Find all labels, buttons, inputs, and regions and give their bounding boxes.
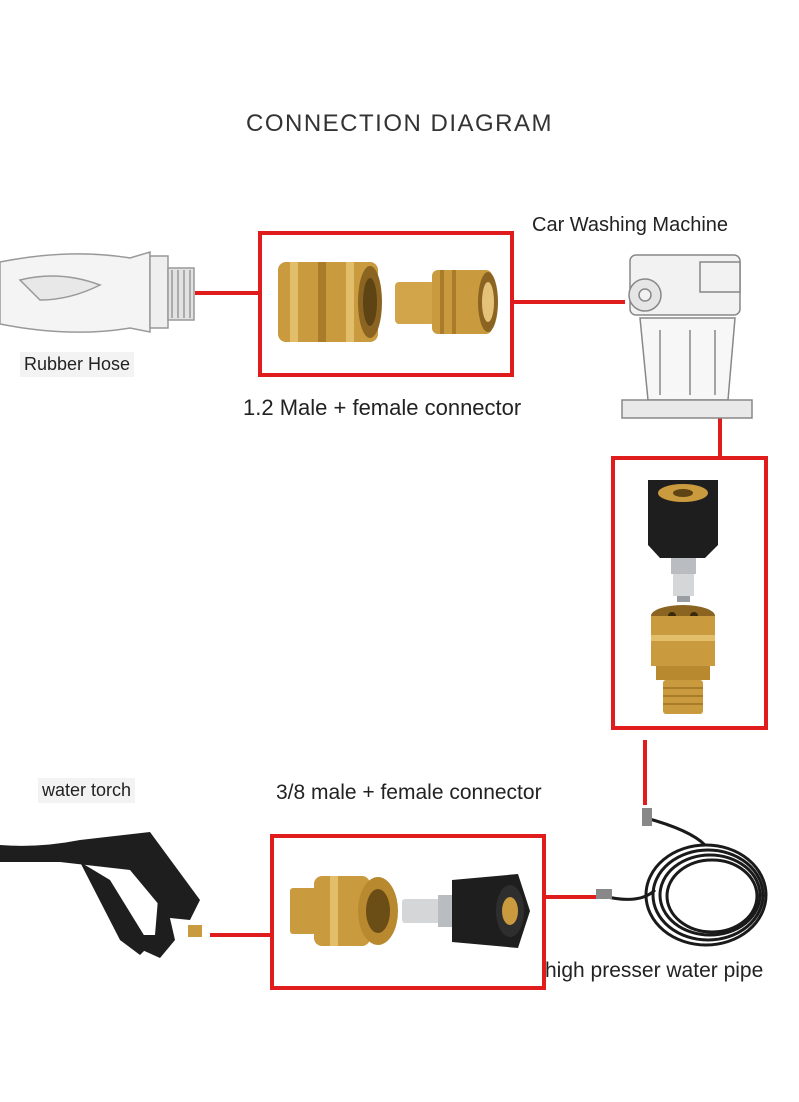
coiled-hose-icon — [596, 808, 768, 947]
box-right-connector — [611, 456, 768, 730]
box-top-connector — [258, 231, 514, 377]
black-nut-coupler-icon — [452, 874, 530, 948]
brass-quick-coupler-icon — [651, 605, 715, 714]
spray-gun-icon — [0, 832, 202, 958]
label-water-torch: water torch — [38, 778, 136, 803]
label-car-washing-machine: Car Washing Machine — [532, 214, 729, 236]
brass-coupler-icon — [278, 262, 382, 342]
rubber-hose-icon — [0, 250, 195, 333]
diagram-title: CONNECTION DIAGRAM — [245, 110, 553, 137]
label-rubber-hose: Rubber Hose — [20, 352, 135, 377]
brass-plug-icon — [395, 270, 498, 334]
pump-icon — [621, 254, 753, 419]
black-nut-coupler-icon — [648, 480, 718, 602]
label-connector-bottom: 3/8 male + female connector — [276, 781, 542, 804]
label-water-pipe: high presser water pipe — [545, 959, 764, 982]
steel-plug-icon — [402, 895, 452, 927]
box-bottom-connector — [270, 834, 546, 990]
label-connector-top: 1.2 Male + female connector — [243, 395, 522, 420]
brass-coupler-icon — [290, 876, 398, 946]
